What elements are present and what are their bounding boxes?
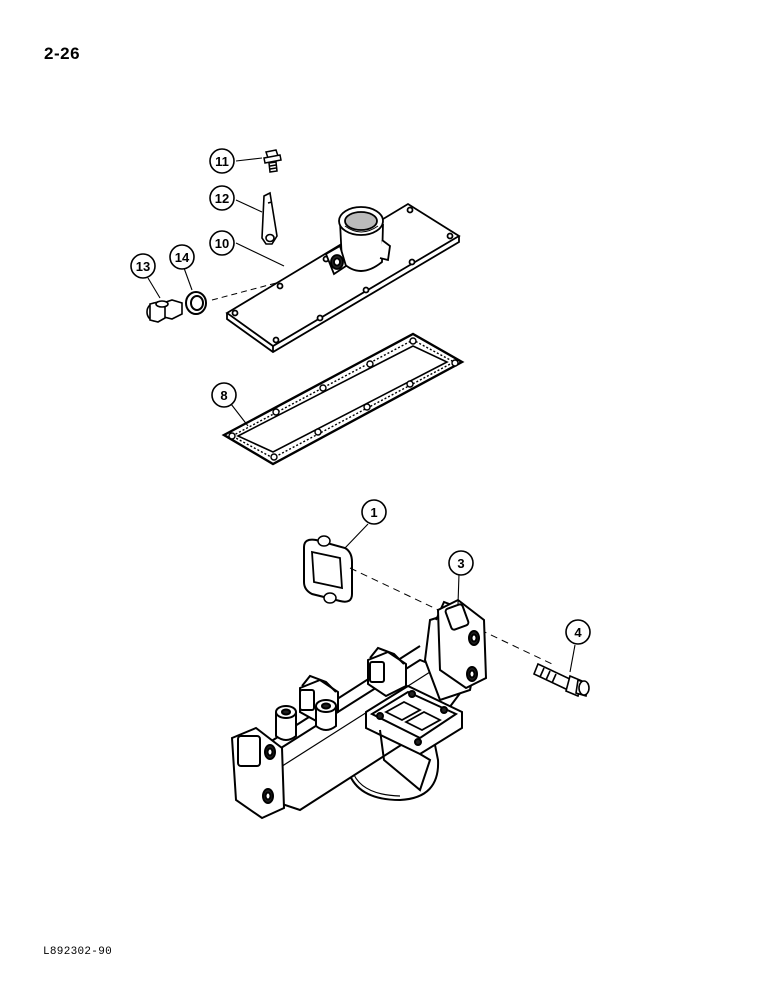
- callout-label: 10: [215, 236, 229, 251]
- callout-label: 12: [215, 191, 229, 206]
- callout-label: 14: [175, 250, 190, 265]
- page-number: 2-26: [44, 44, 81, 63]
- callout-label: 4: [574, 625, 582, 640]
- callout-11: 11: [209, 148, 235, 174]
- callout-14: 14: [169, 244, 195, 270]
- callout-label: 13: [136, 259, 150, 274]
- callout-1: 1: [361, 499, 387, 525]
- callout-label: 1: [370, 505, 377, 520]
- plug-part-13: [146, 299, 183, 323]
- washer-part-14: [185, 291, 207, 315]
- bolt-part-11: [263, 149, 282, 173]
- callout-label: 11: [215, 154, 229, 169]
- callout-13: 13: [130, 253, 156, 279]
- alignment-line: [211, 281, 281, 301]
- callout-10: 10: [209, 230, 235, 256]
- cover-part-10: [225, 202, 461, 354]
- callout-3: 3: [448, 550, 474, 576]
- manifold-part-3: [230, 598, 488, 820]
- callout-8: 8: [211, 382, 237, 408]
- figure-code: L892302-90: [43, 946, 113, 958]
- gasket-part-1: [303, 535, 353, 604]
- gasket-part-8: [221, 332, 465, 466]
- callout-12: 12: [209, 185, 235, 211]
- callout-label: 8: [220, 388, 227, 403]
- callout-label: 3: [457, 556, 464, 571]
- bracket-part-12: [261, 191, 278, 245]
- callout-4: 4: [565, 619, 591, 645]
- leader-lines: [147, 157, 576, 673]
- bolt-part-4: [532, 662, 590, 698]
